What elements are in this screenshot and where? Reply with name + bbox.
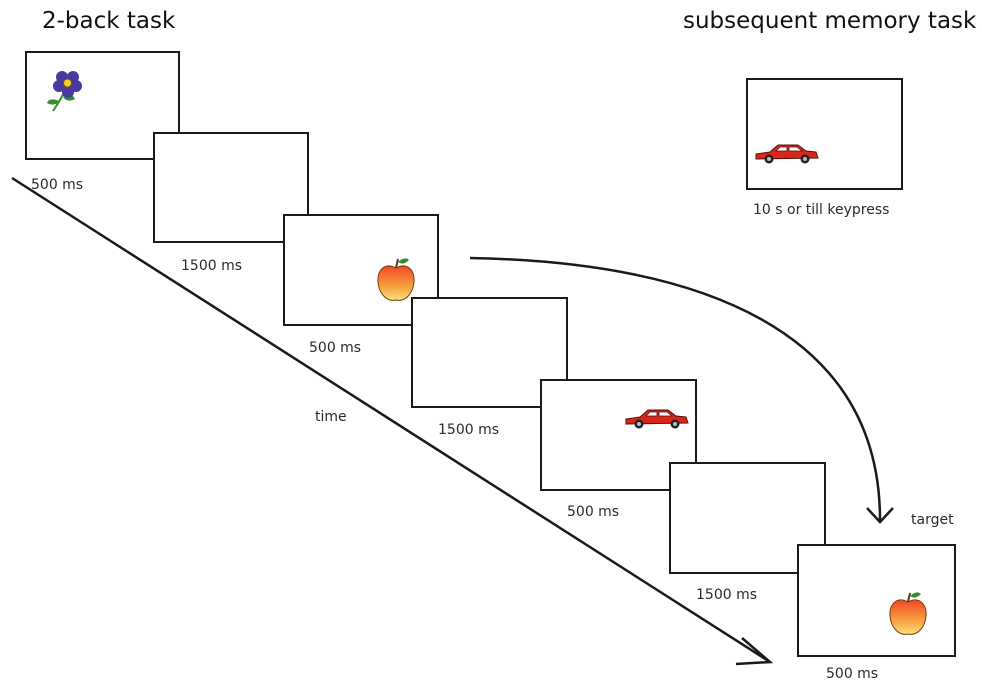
car-icon [755, 144, 819, 164]
two-back-arrowhead [866, 507, 894, 524]
duration-label-1: 500 ms [31, 177, 84, 193]
flower-icon [47, 71, 82, 112]
stimulus-frame-7-target [797, 544, 956, 657]
memory-task-frame [746, 78, 903, 190]
time-axis-label: time [315, 409, 347, 425]
target-label: target [911, 512, 954, 528]
car-icon [625, 409, 689, 429]
stimulus-frame-1 [25, 51, 180, 160]
duration-label-2: 1500 ms [181, 258, 243, 274]
time-axis-arrowhead [735, 637, 774, 666]
time-axis-line [11, 176, 771, 664]
two-back-curved-arrow [469, 256, 882, 521]
apple-icon [889, 592, 927, 635]
right-task-title: subsequent memory task [683, 8, 977, 34]
memory-duration-label: 10 s or till keypress [753, 202, 890, 218]
duration-label-5: 500 ms [567, 504, 620, 520]
left-task-title: 2-back task [42, 8, 176, 34]
duration-label-6: 1500 ms [696, 587, 758, 603]
apple-icon [377, 258, 415, 301]
duration-label-3: 500 ms [309, 340, 362, 356]
duration-label-4: 1500 ms [438, 422, 500, 438]
duration-label-7: 500 ms [826, 666, 879, 682]
